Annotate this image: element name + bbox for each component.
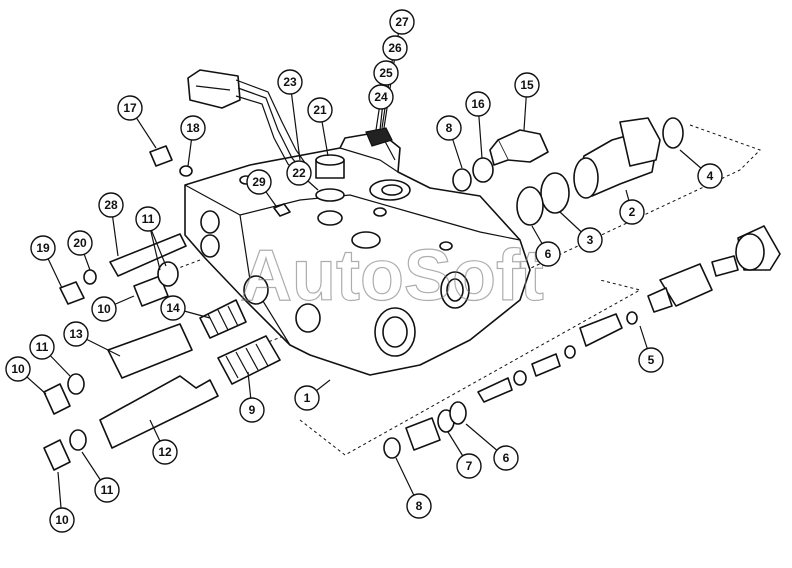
spring-9 (217, 335, 281, 385)
callout-21: 21 (307, 97, 333, 123)
callout-19: 19 (30, 235, 56, 261)
callout-22: 22 (286, 160, 312, 186)
solenoid-cap (365, 127, 393, 147)
callout-24: 24 (368, 84, 394, 110)
callout-6-lower: 6 (493, 445, 519, 471)
plug-10-upper (133, 275, 169, 307)
svg-text:18: 18 (186, 121, 200, 135)
svg-text:27: 27 (395, 15, 409, 29)
svg-text:3: 3 (587, 233, 594, 247)
callout-8-upper: 8 (436, 115, 462, 141)
ring-3 (540, 172, 570, 214)
svg-text:10: 10 (11, 362, 25, 376)
pin-29 (273, 203, 291, 217)
svg-text:1: 1 (304, 391, 311, 405)
svg-text:8: 8 (416, 499, 423, 513)
callout-12: 12 (152, 439, 178, 465)
callout-8-lower: 8 (406, 493, 432, 519)
callout-20: 20 (67, 230, 93, 256)
svg-text:7: 7 (466, 459, 473, 473)
ring-4 (662, 117, 684, 149)
ring-6-upper (516, 186, 544, 226)
callout-16: 16 (465, 91, 491, 117)
callout-3: 3 (577, 227, 603, 253)
svg-text:2: 2 (629, 205, 636, 219)
fitting-15 (489, 129, 549, 166)
plug-10-lower (43, 439, 71, 471)
callout-9: 9 (239, 397, 265, 423)
callout-13: 13 (63, 321, 89, 347)
callout-2: 2 (619, 199, 645, 225)
svg-text:22: 22 (292, 166, 306, 180)
svg-text:6: 6 (545, 247, 552, 261)
callout-15: 15 (514, 72, 540, 98)
svg-text:29: 29 (252, 175, 266, 189)
svg-text:11: 11 (36, 340, 49, 354)
callout-25: 25 (373, 60, 399, 86)
callout-14: 14 (160, 295, 186, 321)
callout-26: 26 (382, 35, 408, 61)
svg-text:20: 20 (73, 236, 87, 250)
svg-text:19: 19 (36, 241, 50, 255)
svg-text:21: 21 (313, 103, 327, 117)
plug-10-middle (43, 383, 71, 415)
svg-text:11: 11 (142, 212, 155, 226)
svg-text:10: 10 (97, 302, 111, 316)
svg-text:9: 9 (249, 403, 256, 417)
svg-text:10: 10 (55, 513, 69, 527)
valve-13 (107, 323, 193, 379)
callout-27: 27 (389, 9, 415, 35)
watermark: AutoSoft (240, 236, 544, 316)
svg-text:5: 5 (648, 353, 655, 367)
plug-17 (149, 145, 193, 177)
callout-18: 18 (180, 115, 206, 141)
svg-text:4: 4 (707, 169, 714, 183)
spool-assembly-5 (513, 225, 781, 386)
lower-valve-parts (383, 377, 513, 459)
plug-21 (315, 154, 345, 202)
svg-text:15: 15 (520, 78, 534, 92)
callout-10-middle: 10 (5, 356, 31, 382)
callout-28: 28 (98, 192, 124, 218)
callout-7: 7 (456, 453, 482, 479)
svg-text:25: 25 (379, 66, 393, 80)
callout-11-middle: 11 (29, 334, 55, 360)
cartridge-2 (573, 117, 661, 199)
svg-text:26: 26 (388, 41, 402, 55)
ring-16 (472, 157, 494, 183)
ring-8-upper (452, 168, 472, 192)
callout-1: 1 (294, 385, 320, 411)
svg-text:11: 11 (101, 483, 114, 497)
svg-text:28: 28 (104, 198, 118, 212)
callout-10-lower: 10 (49, 507, 75, 533)
callout-11-upper: 11 (135, 206, 161, 232)
valve-body (184, 131, 531, 376)
callouts: 1 2 3 4 5 6 6 7 8 8 9 10 10 10 11 11 11 … (5, 9, 723, 533)
callout-5: 5 (638, 347, 664, 373)
spool-12 (99, 375, 219, 449)
svg-text:24: 24 (374, 90, 388, 104)
callout-29: 29 (246, 169, 272, 195)
svg-text:12: 12 (158, 445, 172, 459)
callout-17: 17 (117, 95, 143, 121)
svg-text:16: 16 (471, 97, 485, 111)
svg-text:13: 13 (69, 327, 83, 341)
callout-4: 4 (697, 163, 723, 189)
svg-text:14: 14 (166, 301, 180, 315)
svg-text:6: 6 (503, 451, 510, 465)
callout-10-upper: 10 (91, 296, 117, 322)
svg-text:23: 23 (283, 75, 297, 89)
svg-text:8: 8 (446, 121, 453, 135)
callout-11-lower: 11 (94, 477, 120, 503)
callout-6-upper: 6 (535, 241, 561, 267)
svg-text:17: 17 (123, 101, 137, 115)
callout-23: 23 (277, 69, 303, 95)
